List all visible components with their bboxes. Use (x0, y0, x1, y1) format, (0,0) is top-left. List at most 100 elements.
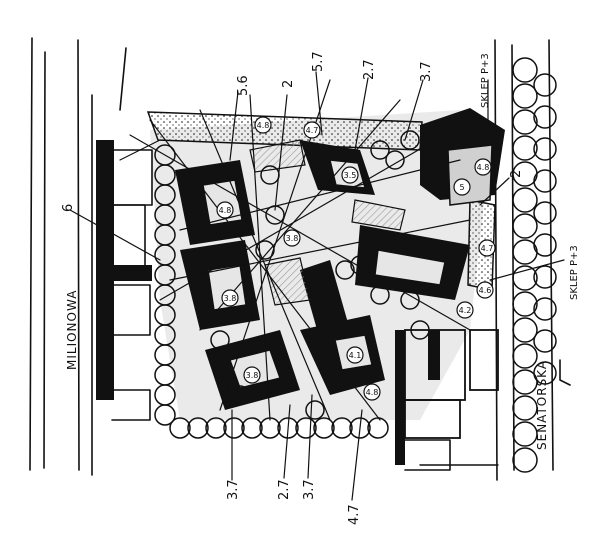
tree (385, 150, 405, 170)
tree (223, 417, 245, 439)
tree (295, 417, 317, 439)
svg-text:3.5: 3.5 (344, 171, 357, 180)
height-label: 3.7 (302, 479, 317, 500)
svg-text:4.7: 4.7 (481, 244, 494, 253)
tree (512, 135, 538, 161)
svg-text:4.1: 4.1 (349, 351, 362, 360)
tree (400, 290, 420, 310)
tree (255, 240, 275, 260)
block-number: 3.8 (243, 366, 261, 384)
height-label: 2.7 (277, 479, 292, 500)
tree (533, 73, 557, 97)
tree (205, 417, 227, 439)
tree (313, 417, 335, 439)
tree (335, 260, 355, 280)
tree (533, 233, 557, 257)
tree (331, 417, 353, 439)
tree (154, 384, 176, 406)
tree (533, 105, 557, 129)
block-number: 3.8 (283, 229, 301, 247)
svg-text:4.6: 4.6 (479, 286, 492, 295)
block-number: 4.8 (216, 201, 234, 219)
tree (259, 417, 281, 439)
tree (187, 417, 209, 439)
tree (512, 421, 538, 447)
block-number: 4.8 (254, 116, 272, 134)
block-number: 4.2 (456, 301, 474, 319)
svg-text:4.8: 4.8 (477, 163, 490, 172)
street-lines-west (29, 37, 127, 476)
tree (512, 395, 538, 421)
height-label: 6 (61, 204, 76, 212)
tree (169, 417, 191, 439)
height-label: 4.7 (347, 504, 362, 525)
tree (512, 291, 538, 317)
tree (512, 369, 538, 395)
street-label-south: SENATORSKA (535, 360, 549, 450)
block-numbers: 4.8 4.7 5 4.8 4.8 3.5 3.8 4.7 4.6 4.2 3.… (216, 116, 496, 401)
tree (305, 400, 325, 420)
tree (533, 137, 557, 161)
svg-text:5: 5 (459, 183, 464, 192)
block-number: 4.6 (476, 281, 494, 299)
height-label: 3.7 (226, 479, 241, 500)
tree (512, 317, 538, 343)
tree (512, 57, 538, 83)
tree (350, 255, 370, 275)
tree (512, 447, 538, 473)
svg-text:4.2: 4.2 (459, 306, 472, 315)
height-label: 2 (281, 80, 296, 88)
tree (512, 83, 538, 109)
tree (154, 364, 176, 386)
svg-text:4.7: 4.7 (306, 126, 319, 135)
tree (512, 213, 538, 239)
height-label: 2 (509, 170, 524, 178)
annotation-shop-top: SKLEP P+3 (480, 53, 491, 108)
tree (533, 297, 557, 321)
block-number: 5 (453, 178, 471, 196)
tree (533, 169, 557, 193)
svg-text:3.8: 3.8 (224, 294, 237, 303)
svg-text:3.8: 3.8 (286, 234, 299, 243)
height-label: 5.7 (311, 51, 326, 72)
svg-text:4.8: 4.8 (257, 121, 270, 130)
tree (533, 329, 557, 353)
block-number: 4.7 (303, 121, 321, 139)
block-number: 4.1 (346, 346, 364, 364)
block-number: 4.7 (478, 239, 496, 257)
tree (512, 109, 538, 135)
svg-text:4.8: 4.8 (219, 206, 232, 215)
tree (320, 290, 340, 310)
existing-buildings-west (96, 140, 153, 421)
tree (533, 361, 557, 385)
tree (241, 417, 263, 439)
tree (210, 330, 230, 350)
height-label: 3.7 (419, 61, 434, 82)
block-number: 3.5 (341, 166, 359, 184)
tree (370, 285, 390, 305)
block-number: 4.8 (474, 158, 492, 176)
tree (367, 417, 389, 439)
tree (349, 417, 371, 439)
leader-lines (69, 71, 565, 501)
tree (277, 417, 299, 439)
tree (533, 265, 557, 289)
tree (410, 320, 430, 340)
tree (533, 201, 557, 225)
tree (512, 343, 538, 369)
height-label: 5.6 (236, 75, 251, 96)
height-labels: 5.6 2 5.7 2.7 3.7 2 6 3.7 2.7 3.7 4.7 (61, 51, 524, 525)
tree (230, 385, 250, 405)
tree (512, 265, 538, 291)
block-number: 3.8 (221, 289, 239, 307)
tree (370, 140, 390, 160)
existing-buildings-south (395, 329, 499, 471)
block-number: 4.8 (363, 383, 381, 401)
height-label: 2.7 (362, 59, 377, 80)
svg-text:3.8: 3.8 (246, 371, 259, 380)
svg-text:4.8: 4.8 (366, 388, 379, 397)
annotation-shop-right: SKLEP P+3 (569, 245, 580, 300)
tree (512, 187, 538, 213)
street-label-west: MILIONOWA (65, 290, 79, 370)
